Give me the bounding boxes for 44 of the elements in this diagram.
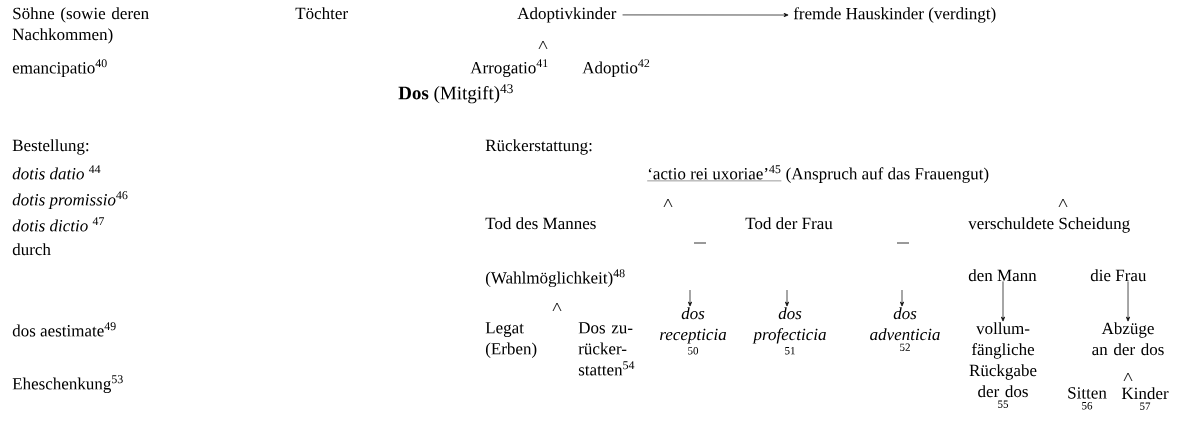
term-label: Rückerstattung: — [485, 139, 592, 155]
term-label: fremde Hauskinder (verdingt) — [793, 7, 996, 23]
term-label: Adoptio$^{42}$ — [582, 59, 650, 77]
footnote-number: 57 — [1140, 402, 1151, 410]
term-label: verschuldete Scheidung — [968, 217, 1130, 233]
term-label: vollum- fängliche Rückgabe der dos — [969, 322, 1037, 398]
term-label: die Frau — [1090, 269, 1147, 282]
term-label: dotis dictio $^{47}$ — [12, 217, 105, 232]
term-label: dotis promissio$^{46}$ — [12, 191, 128, 209]
term-label: den Mann — [968, 269, 1037, 282]
term-label: Abzüge an der dos — [1092, 322, 1164, 356]
footnote-number: 52 — [900, 343, 910, 351]
arrow — [687, 289, 693, 307]
footnote-number: 56 — [1082, 402, 1093, 410]
term-label: ‘actio rei uxoriae’$^{45}$ (Anspruch auf das Frauengut) — [647, 165, 989, 183]
term-label: (Wahlmöglichkeit)$^{48}$ — [485, 269, 625, 288]
term-label: Dos zu- rücker- statten$^{54}$ — [578, 322, 635, 376]
footnote-number: 50 — [688, 347, 699, 355]
term-label: Eheschenkung$^{53}$ — [12, 375, 123, 393]
term-label: dotis datio $^{44}$ — [12, 165, 101, 180]
arrow — [1001, 281, 1006, 322]
term-label: Arrogatio$^{41}$ — [470, 59, 548, 77]
term-label: dos adventicia — [870, 307, 940, 341]
term-label: Kinder — [1121, 387, 1169, 400]
term-label: dos recepticia — [660, 307, 727, 344]
term-label: dos aestimate$^{49}$ — [12, 322, 116, 337]
term-label: Söhne (sowie deren Nachkommen) — [12, 7, 149, 44]
footnote-number: 55 — [998, 400, 1009, 408]
arrow — [899, 289, 905, 307]
term-label: Dos (Mitgift)$^{43}$ — [398, 84, 513, 104]
term-label: Sitten — [1068, 387, 1107, 399]
footnote-number: 51 — [785, 347, 795, 355]
arrow — [1125, 281, 1131, 322]
term-label: Tod des Mannes — [485, 217, 596, 230]
term-label: Tod der Frau — [745, 217, 833, 230]
term-label: Legat (Erben) — [485, 322, 537, 358]
term-label: Töchter — [295, 7, 348, 20]
term-label: dos profecticia — [752, 307, 826, 344]
term-label: emancipatio$^{40}$ — [12, 59, 107, 77]
term-label: durch — [12, 243, 51, 256]
arrow — [784, 289, 790, 307]
term-label: Adoptivkinder — [517, 7, 617, 23]
term-label: Bestellung: — [12, 139, 89, 155]
arrow — [622, 12, 789, 18]
